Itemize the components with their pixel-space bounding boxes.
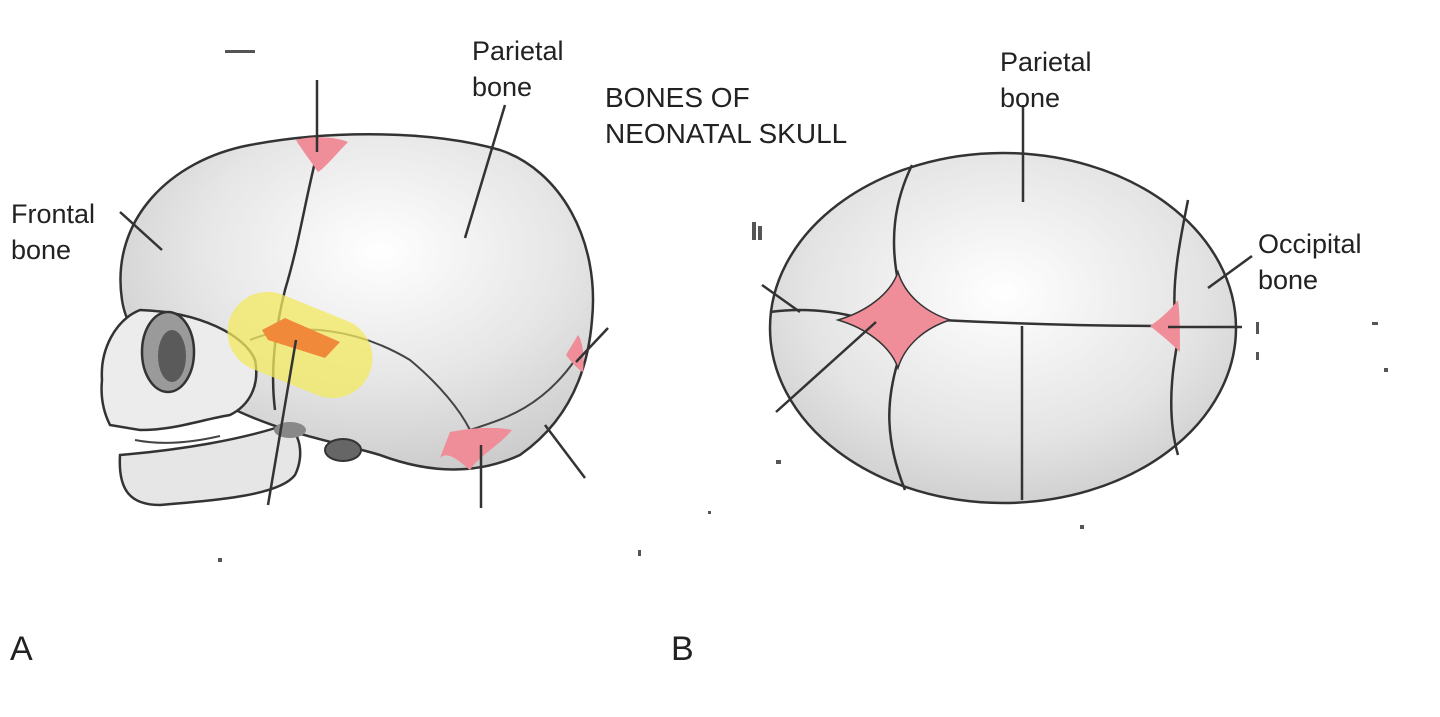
leader-parietal-a [463,104,507,239]
leader-occipital-b [1207,254,1253,290]
mastoid-fontanelle [440,427,512,470]
lateral-skull-view [100,80,609,508]
title-line: NEONATAL SKULL [605,118,848,149]
leader-lines-b [761,105,1253,413]
maxilla-edge [134,435,221,444]
label-parietal-bone-b: Parietal bone [1000,44,1092,116]
leader-frontal-suture [761,283,801,314]
label-line: bone [1258,265,1319,295]
lambdoid-suture-bottom [1169,339,1180,456]
sphenoid-highlight-orange [262,318,340,358]
coronal-suture-bottom [888,354,907,491]
label-line: bone [1000,83,1061,113]
leader-anterior-fontanelle [775,321,877,413]
lambdoid-suture-top [1173,199,1190,317]
orbit-shadow [158,330,186,382]
leader-lines-a [119,80,609,508]
anterior-fontanelle-lateral [296,137,348,172]
label-line: Occipital [1258,229,1362,259]
external-ear-opening [324,438,362,462]
label-occipital-bone: Occipital bone [1258,226,1362,298]
label-line: Parietal [472,36,564,66]
scan-specks [218,50,1388,562]
panel-letter-a: A [10,630,33,668]
label-line: bone [11,235,72,265]
figure-title: BONES OF NEONATAL SKULL [605,80,847,152]
label-parietal-bone-a: Parietal bone [472,33,564,105]
leader-occipital-a [544,424,586,479]
panel-letter-b: B [671,630,694,668]
posterolateral-fontanelle-edge [566,335,584,372]
sagittal-suture [939,318,1171,328]
label-line: Frontal [11,199,96,229]
label-line: Parietal [1000,47,1092,77]
posterior-fontanelle [1150,300,1180,352]
leader-frontal [119,211,163,251]
leader-posterolateral [575,327,609,363]
superior-skull-view [218,50,1388,562]
lambdoid-suture [469,359,576,431]
title-line: BONES OF [605,82,750,113]
label-line: bone [472,72,533,102]
leader-sphenoid [266,339,298,506]
mandible [118,423,302,507]
label-frontal-bone: Frontal bone [11,196,95,268]
anterior-fontanelle [835,269,953,371]
